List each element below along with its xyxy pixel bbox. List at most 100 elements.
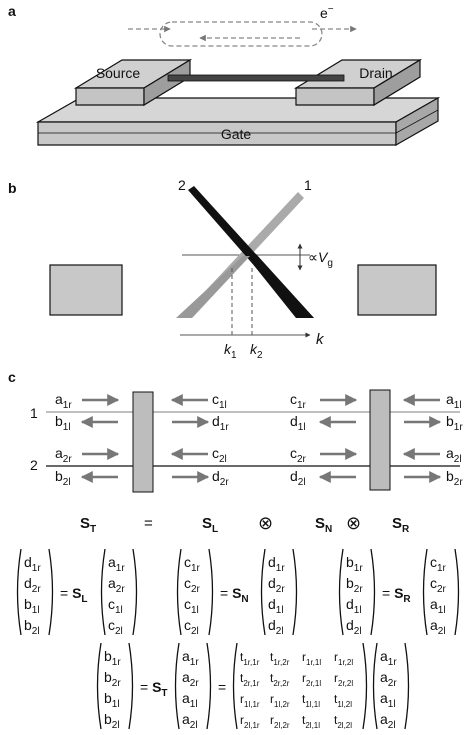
mode-mid-left-c1l: c1l — [212, 391, 227, 411]
vector-entry: a1l — [430, 596, 446, 616]
operator: = SR — [382, 585, 411, 605]
vector-entry: d2l — [268, 617, 284, 637]
mode-mid-right-d1l: d1l — [290, 413, 306, 433]
vector-entry: a2l — [430, 617, 446, 637]
mode-left-a2r: a2r — [55, 445, 72, 465]
left-paren — [174, 642, 180, 730]
matrix-entry: t1l,1l — [302, 692, 320, 709]
mode-right-b2r: b2r — [446, 468, 463, 488]
left-paren — [16, 548, 22, 636]
mode-mid-right-c1r: c1r — [290, 391, 307, 411]
electron-label: e− — [320, 4, 334, 21]
matrix-entry: r1l,2r — [270, 692, 290, 709]
left-paren — [100, 548, 106, 636]
right-paren — [132, 548, 138, 636]
matrix-entry: t2r,1r — [240, 671, 260, 688]
scatterer-right — [369, 389, 391, 491]
matrix-entry: t1r,2r — [270, 650, 290, 667]
vector-entry: b1r — [104, 648, 121, 668]
vector-entry: c1r — [430, 554, 447, 574]
matrix-entry: t1l,2l — [334, 692, 352, 709]
scatterer-left — [132, 391, 154, 493]
left-lead-block — [49, 264, 123, 316]
operator: = ST — [140, 679, 168, 699]
otimes-symbol: ⊗ — [346, 513, 361, 533]
vector-entry: c2r — [430, 575, 447, 595]
vector-entry: d1l — [268, 596, 284, 616]
vector-entry: d2l — [346, 617, 362, 637]
left-paren — [338, 548, 344, 636]
vector-entry: d1r — [24, 554, 41, 574]
source-label: Source — [96, 65, 141, 81]
panel-label-b: b — [8, 180, 17, 196]
S-total: ST — [80, 515, 96, 535]
vector-entry: a1r — [108, 554, 125, 574]
vector-entry: a1r — [380, 648, 397, 668]
S-left: SL — [202, 515, 218, 535]
branch-1-label: 1 — [304, 177, 312, 193]
matrix-entry: t2l,1l — [302, 713, 320, 730]
vector-entry: b2r — [346, 575, 363, 595]
S-right: SR — [392, 515, 410, 535]
left-paren — [372, 642, 378, 730]
vector-entry: b2l — [104, 711, 120, 731]
otimes-symbol: ⊗ — [258, 513, 273, 533]
right-lead-block — [357, 264, 437, 316]
mode-right-a1l: a1l — [446, 391, 462, 411]
k1-label: k1 — [224, 341, 237, 361]
right-paren — [404, 642, 410, 730]
matrix-entry: t1r,1r — [240, 650, 260, 667]
nanotube — [167, 74, 345, 82]
branch-2-shifted — [248, 254, 314, 318]
right-paren — [362, 642, 368, 730]
vector-entry: b1l — [104, 690, 120, 710]
wire-1-label: 1 — [30, 405, 38, 421]
vector-entry: b2l — [24, 617, 40, 637]
electron-path — [128, 21, 357, 47]
branch-2-label: 2 — [178, 177, 186, 193]
mode-left-b1l: b1l — [55, 413, 71, 433]
vector-entry: b2r — [104, 669, 121, 689]
vg-label: ∝Vg — [308, 249, 333, 269]
left-paren — [422, 548, 428, 636]
vector-entry: a2l — [380, 711, 396, 731]
right-paren — [370, 548, 376, 636]
vector-entry: b1r — [346, 554, 363, 574]
matrix-entry: r1l,1r — [240, 692, 260, 709]
vector-entry: d2r — [24, 575, 41, 595]
panel-c: c 1 2 a1rb1la2rb2lc1ld1rc2ld2rc1rd1lc2rd… — [8, 369, 463, 493]
vector-entry: a1r — [182, 648, 199, 668]
left-paren — [176, 548, 182, 636]
vector-entry: a2l — [182, 711, 198, 731]
left-paren — [260, 548, 266, 636]
vector-entry: a2r — [108, 575, 125, 595]
matrix-entry: r1r,2l — [334, 650, 353, 667]
vector-entry: d1r — [268, 554, 285, 574]
panel-a: a e− Source — [8, 3, 441, 147]
panel-b: b 2 1 ∝Vg k1 k2 k — [8, 177, 437, 361]
matrix-entry: t2r,2r — [270, 671, 290, 688]
operator: = SL — [60, 585, 88, 605]
mode-mid-left-d2r: d2r — [212, 468, 229, 488]
vector-entry: b1l — [24, 596, 40, 616]
gate-label: Gate — [221, 126, 252, 142]
vector-entry: c2l — [108, 617, 123, 637]
mode-labels: a1rb1la2rb2lc1ld1rc2ld2rc1rd1lc2rd2la1lb… — [55, 391, 463, 488]
branch-1-shifted — [176, 256, 250, 318]
mode-mid-left-c2l: c2l — [212, 445, 227, 465]
vector-entry: a2r — [380, 669, 397, 689]
vector-entry: a1l — [380, 690, 396, 710]
left-paren — [232, 642, 238, 730]
source-electrode — [73, 58, 193, 107]
